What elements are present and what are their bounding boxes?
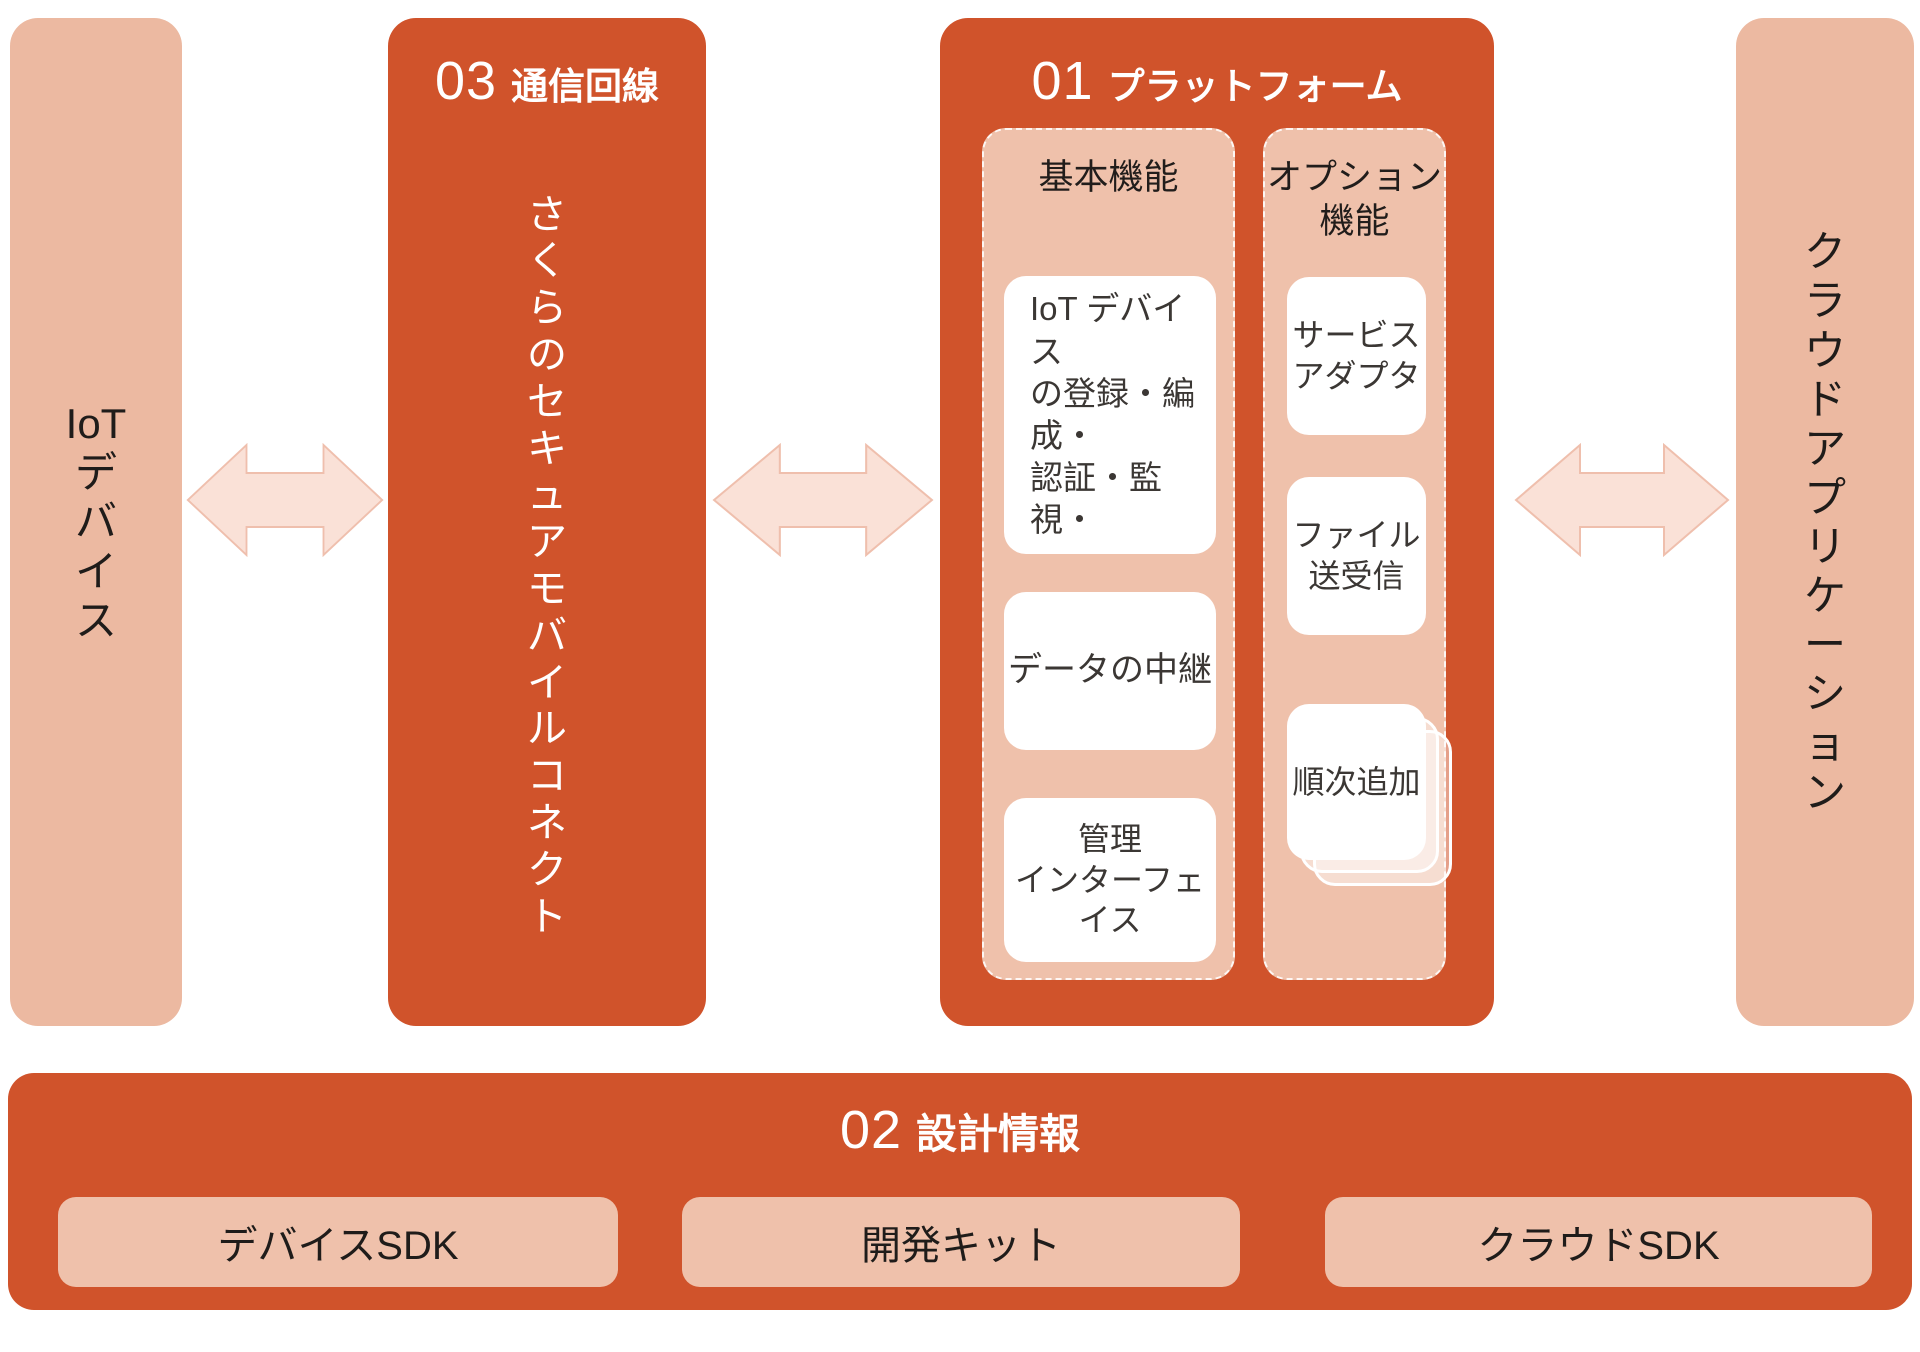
platform-header: 01 プラットフォーム [1032,54,1403,108]
cloud-application-label: クラウドアプリケーション [1803,228,1846,816]
feature-file-transfer: ファイル 送受信 [1287,477,1426,635]
feature-device-management: IoT デバイス の登録・編成・ 認証・監視・ [1004,276,1216,554]
dev-kit-box: 開発キット [682,1197,1240,1287]
platform-title: プラットフォーム [1107,66,1403,107]
arrow-line-platform-icon [712,443,934,557]
cloud-sdk-box: クラウドSDK [1325,1197,1872,1287]
device-sdk-box: デバイスSDK [58,1197,618,1287]
design-info-title: 設計情報 [916,1111,1081,1157]
feature-sequential-addition: 順次追加 [1287,704,1426,860]
feature-data-relay: データの中継 [1004,592,1216,750]
basic-functions-title: 基本機能 [1038,158,1179,197]
cloud-application-box: クラウドアプリケーション [1736,18,1914,1026]
communication-line-header: 03 通信回線 [435,54,659,108]
arrow-device-line-icon [186,443,384,557]
basic-functions-column: 基本機能 IoT デバイス の登録・編成・ 認証・監視・ データの中継 管理 イ… [982,128,1235,980]
communication-line-number: 03 [434,51,498,111]
platform-number: 01 [1031,51,1094,111]
design-info-header: 02 設計情報 [840,1103,1080,1157]
optional-functions-title: オプション 機能 [1266,158,1442,241]
feature-admin-interface: 管理 インターフェイス [1004,798,1216,962]
platform-box: 01 プラットフォーム 基本機能 IoT デバイス の登録・編成・ 認証・監視・… [940,18,1494,1026]
design-info-bar: 02 設計情報 デバイスSDK 開発キット クラウドSDK [8,1073,1912,1310]
secure-mobile-connect-label: さくらのセキュアモバイルコネクト [527,192,567,939]
communication-line-title: 通信回線 [511,66,660,107]
communication-line-box: 03 通信回線 さくらのセキュアモバイルコネクト [388,18,706,1026]
optional-functions-column: オプション 機能 サービス アダプタ ファイル 送受信 順次追加 [1263,128,1452,980]
design-info-number: 02 [839,1100,903,1160]
feature-service-adapter: サービス アダプタ [1287,277,1426,435]
platform-columns: 基本機能 IoT デバイス の登録・編成・ 認証・監視・ データの中継 管理 イ… [982,128,1452,980]
arrow-platform-cloud-icon [1514,443,1730,557]
